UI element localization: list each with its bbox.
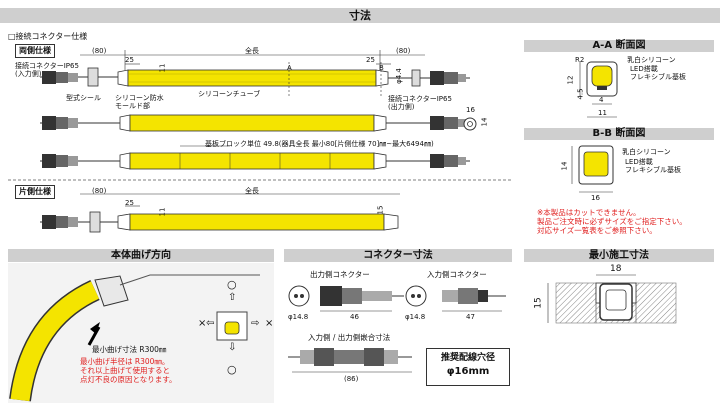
double-dim-phi44: φ4.4	[394, 68, 403, 84]
aa-section-title: A-A 断面図	[592, 40, 646, 51]
arrow-down-icon: ⇩	[228, 342, 237, 353]
bend-ng-left: ×	[198, 318, 207, 329]
bb-label-led: LED搭載 フレキシブル基板	[625, 158, 681, 174]
bend-ok-bottom: ○	[227, 363, 237, 376]
connector-spec-heading: □接続コネクター仕様	[8, 32, 88, 41]
double-section-a: A	[287, 64, 292, 72]
silicone-mold-label: シリコーン防水 モールド部	[115, 94, 164, 110]
bend-min-radius: 最小曲げ寸法 R300㎜	[92, 345, 167, 354]
input-connector-title: 入力側コネクター	[427, 270, 487, 279]
double-dim-25-right: 25	[366, 56, 375, 64]
bend-warning: 最小曲げ半径は R300㎜。 それ以上曲げて使用すると 点灯不良の原因となります…	[80, 357, 177, 384]
aa-section-bar: A-A 断面図	[524, 40, 714, 52]
double-dim-right-80: (80)	[396, 47, 411, 55]
input-connector-label: 接続コネクターIP65 (入力側)	[15, 62, 79, 78]
bb-dim-16: 16	[591, 194, 600, 202]
double-spec-label: 両側仕様	[15, 44, 55, 58]
double-dim-lines	[80, 50, 425, 70]
cut-notice: ※本製品はカットできません。 製品ご注文時に必ずサイズをご指定下さい。 対応サイ…	[537, 208, 687, 235]
single-dim-15: 15	[376, 205, 385, 215]
bend-title: 本体曲げ方向	[111, 250, 171, 261]
phi-out: φ14.8	[288, 313, 309, 321]
single-dim-25: 25	[125, 199, 134, 207]
single-dim-overall: 全長	[245, 187, 259, 195]
bend-bar: 本体曲げ方向	[8, 249, 274, 262]
mated-len: (86)	[344, 375, 359, 383]
arrow-left-icon: ⇦	[206, 318, 215, 329]
bb-label-silicone: 乳白シリコーン	[622, 148, 671, 156]
aa-dim-4: 4	[599, 96, 604, 104]
bb-section-title: B-B 断面図	[592, 128, 646, 139]
aa-dim-11: 11	[598, 109, 607, 117]
aa-cross-section	[579, 61, 618, 118]
bend-diagram	[8, 263, 274, 403]
output-connector-title: 出力側コネクター	[310, 270, 370, 279]
hole-title: 推奨配線穴径	[440, 353, 495, 363]
bb-cross-section	[571, 145, 614, 193]
single-spec-label: 片側仕様	[15, 185, 55, 199]
connector-dims-title: コネクター寸法	[363, 250, 433, 261]
block-note: 基板ブロック単位 49.8(器具全長 最小80[片側仕様 70]㎜~最大6494…	[205, 140, 434, 148]
len-in: 47	[466, 313, 475, 321]
single-dim-80: (80)	[92, 187, 107, 195]
bb-section-bar: B-B 断面図	[524, 128, 714, 140]
double-strip-2	[40, 114, 477, 132]
single-strip	[40, 193, 400, 233]
silicone-tube-label: シリコーンチューブ	[198, 90, 261, 98]
install-diagram	[547, 274, 677, 324]
output-connector-label: 接続コネクターIP65 (出力側)	[388, 95, 452, 111]
min-install-title: 最小施工寸法	[589, 250, 649, 261]
single-dim-11: 11	[158, 207, 167, 217]
bb-dim-14: 14	[560, 161, 569, 171]
double-dim-11: 11	[158, 63, 167, 73]
mated-label: 入力側 / 出力側嵌合寸法	[308, 333, 391, 342]
aa-r2: R2	[575, 56, 585, 64]
aa-dim-12: 12	[566, 75, 575, 85]
aa-dim-45: 4.5	[576, 88, 585, 100]
min-install-bar: 最小施工寸法	[524, 249, 714, 262]
connector-drawings	[288, 285, 506, 373]
double-dim-25-left: 25	[125, 56, 134, 64]
bend-ng-right: ×	[265, 318, 274, 329]
aa-label-silicone: 乳白シリコーン	[627, 56, 676, 64]
double-strip-3	[40, 145, 470, 170]
hole-value: φ16mm	[446, 366, 490, 377]
aa-label-led: LED搭載 フレキシブル基板	[630, 65, 686, 81]
bend-ok-top: ○	[227, 278, 237, 291]
arrow-up-icon: ⇧	[228, 292, 237, 303]
install-width: 18	[610, 264, 622, 274]
arrow-right-icon: ⇨	[251, 318, 260, 329]
double-dim-left-80: (80)	[92, 47, 107, 55]
mold-seal-label: 型式シール	[66, 94, 101, 102]
header-bar: 寸法	[0, 8, 720, 23]
install-depth: 15	[533, 297, 544, 309]
len-out: 46	[350, 313, 359, 321]
page-title: 寸法	[349, 9, 371, 22]
phi-in: φ14.8	[405, 313, 426, 321]
double-strip-1	[40, 62, 470, 96]
double-dim-14: 14	[480, 117, 489, 127]
double-dim-overall: 全長	[245, 47, 259, 55]
double-section-b: B	[379, 64, 384, 72]
connector-dims-bar: コネクター寸法	[284, 249, 512, 262]
double-dim-16: 16	[466, 106, 475, 114]
hole-box: 推奨配線穴径 φ16mm	[426, 348, 510, 386]
